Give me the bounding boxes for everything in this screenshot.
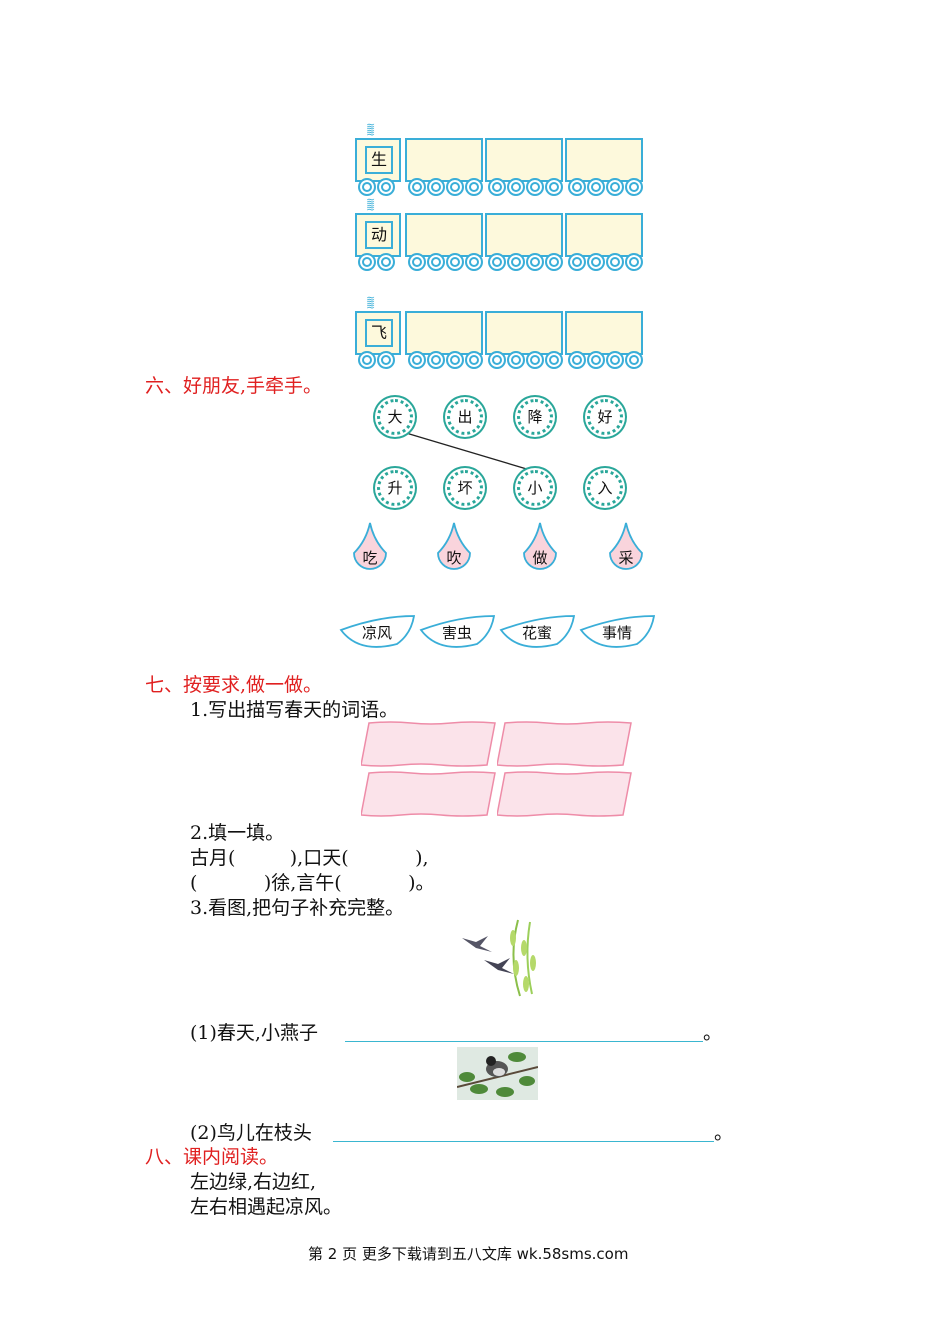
word-circle[interactable]: 小: [517, 470, 553, 506]
bird-on-branch-image: [457, 1047, 538, 1100]
train-engine: 生: [355, 138, 401, 182]
wheels: [408, 253, 483, 271]
wheels: [488, 253, 563, 271]
q3-2-text: (2)鸟儿在枝头: [190, 1122, 312, 1144]
wheels: [568, 178, 643, 196]
match-line: [395, 429, 531, 471]
smoke-icon: ≈≈≈: [366, 194, 376, 215]
train-car-blank[interactable]: [565, 213, 643, 257]
drop-char: 吃: [362, 549, 378, 567]
wheels: [488, 178, 563, 196]
train-car-blank[interactable]: [405, 311, 483, 355]
water-drop[interactable]: 吃: [350, 521, 390, 577]
leaf[interactable]: 凉风: [339, 614, 416, 650]
engine-char: 飞: [365, 319, 393, 347]
smoke-icon: ≈≈≈: [366, 119, 376, 140]
train-car-blank[interactable]: [405, 213, 483, 257]
train-car-blank[interactable]: [485, 138, 563, 182]
smoke-icon: ≈≈≈: [366, 292, 376, 313]
engine-char: 生: [365, 146, 393, 174]
train-car-blank[interactable]: [565, 311, 643, 355]
train-car-blank[interactable]: [565, 138, 643, 182]
word-circle[interactable]: 升: [377, 470, 413, 506]
q3-2-answer-line[interactable]: [333, 1141, 714, 1142]
answer-box[interactable]: [496, 721, 632, 767]
q3-1-answer-line[interactable]: [345, 1041, 703, 1042]
leaf[interactable]: 事情: [579, 614, 656, 650]
wheels: [358, 351, 395, 369]
leaf[interactable]: 花蜜: [499, 614, 576, 650]
wheels: [358, 178, 395, 196]
train-car-blank[interactable]: [485, 311, 563, 355]
q3-1-text: (1)春天,小燕子: [190, 1022, 318, 1044]
answer-box[interactable]: [496, 771, 632, 817]
engine-char: 动: [365, 221, 393, 249]
word-circle[interactable]: 大: [377, 399, 413, 435]
train-car-blank[interactable]: [485, 213, 563, 257]
train: ≈≈≈ 飞: [352, 292, 644, 369]
word-circle[interactable]: 入: [587, 470, 623, 506]
answer-box[interactable]: [360, 721, 496, 767]
water-drop[interactable]: 吹: [434, 521, 474, 577]
reading-line2: 左右相遇起凉风。: [190, 1196, 343, 1218]
drop-char: 做: [532, 549, 548, 567]
leaf-word: 害虫: [441, 624, 472, 642]
word-circle[interactable]: 好: [587, 399, 623, 435]
word-circle[interactable]: 坏: [447, 470, 483, 506]
answer-box[interactable]: [360, 771, 496, 817]
word-circle[interactable]: 降: [517, 399, 553, 435]
drop-char: 吹: [446, 549, 462, 567]
wheels: [408, 178, 483, 196]
train-engine: 动: [355, 213, 401, 257]
train-car-blank[interactable]: [405, 138, 483, 182]
wheels: [568, 253, 643, 271]
leaf-word: 凉风: [361, 624, 392, 642]
q1-text: 1.写出描写春天的词语。: [190, 699, 399, 721]
q2-line2: ( )徐,言午( )。: [190, 872, 435, 894]
leaf[interactable]: 害虫: [419, 614, 496, 650]
q2-text: 2.填一填。: [190, 822, 285, 844]
train: ≈≈≈ 动: [352, 194, 644, 271]
q2-line1: 古月( ),口天( ),: [190, 847, 429, 869]
period: 。: [703, 1022, 723, 1044]
train: ≈≈≈ 生: [352, 119, 644, 196]
water-drop[interactable]: 做: [520, 521, 560, 577]
leaf-word: 事情: [601, 624, 632, 642]
train-engine: 飞: [355, 311, 401, 355]
section6-title: 六、好朋友,手牵手。: [145, 375, 323, 397]
wheels: [568, 351, 643, 369]
drop-char: 采: [618, 549, 634, 567]
period: 。: [714, 1122, 734, 1144]
wheels: [358, 253, 395, 271]
q3-text: 3.看图,把句子补充完整。: [190, 897, 405, 919]
leaf-word: 花蜜: [521, 624, 552, 642]
section8-title: 八、课内阅读。: [145, 1146, 279, 1168]
word-circle[interactable]: 出: [447, 399, 483, 435]
wheels: [408, 351, 483, 369]
reading-line1: 左边绿,右边红,: [190, 1171, 317, 1193]
footer: 第 2 页 更多下载请到五八文库 wk.58sms.com: [308, 1245, 629, 1263]
water-drop[interactable]: 采: [606, 521, 646, 577]
section7-title: 七、按要求,做一做。: [145, 674, 323, 696]
wheels: [488, 351, 563, 369]
swallows-willow-image: [462, 919, 536, 997]
